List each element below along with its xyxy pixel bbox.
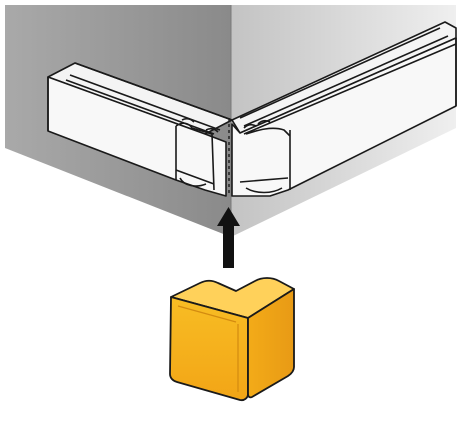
left-trunking-step [175,122,215,191]
left-trunking-front [47,76,227,197]
right-bottom-groove [239,177,289,194]
left-bottom-groove [175,169,215,187]
external-corner-cap [169,277,295,402]
up-arrow-icon [217,207,240,268]
corner-back-lines [47,38,457,131]
right-trunking-step [245,127,291,190]
left-notch [181,117,219,133]
cable-trunking [47,21,457,197]
cap-side-face [247,288,295,399]
right-trunking-groove [239,27,457,135]
right-notch [243,119,271,129]
right-trunking-front [231,37,457,197]
cap-inner-edge [177,305,239,392]
